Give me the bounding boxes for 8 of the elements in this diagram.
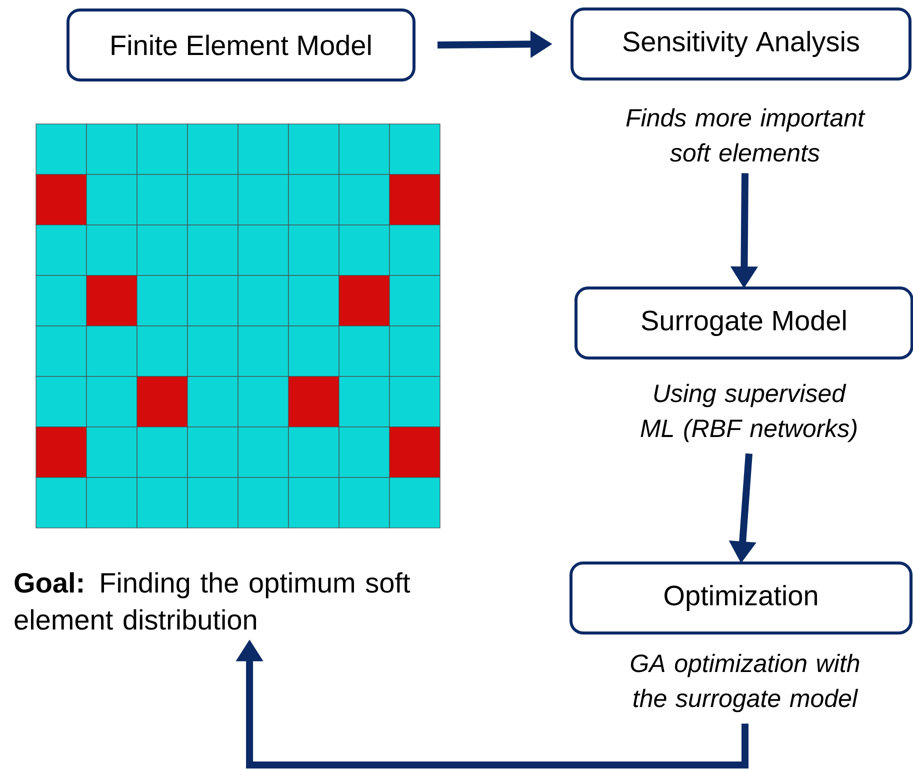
process-box: Sensitivity Analysis xyxy=(570,7,912,80)
annotation-text: GA optimization with the surrogate model xyxy=(630,654,860,712)
process-box: Surrogate Model xyxy=(574,286,913,360)
annotation-text: Finds more important soft elements xyxy=(626,108,866,162)
annotation-text: Using supervised ML (RBF networks) xyxy=(640,384,857,442)
process-box: Finite Element Model xyxy=(66,8,416,82)
process-box: Optimization xyxy=(570,561,912,634)
goal-text: Goal: Finding the optimum soft element distribution xyxy=(14,572,410,630)
